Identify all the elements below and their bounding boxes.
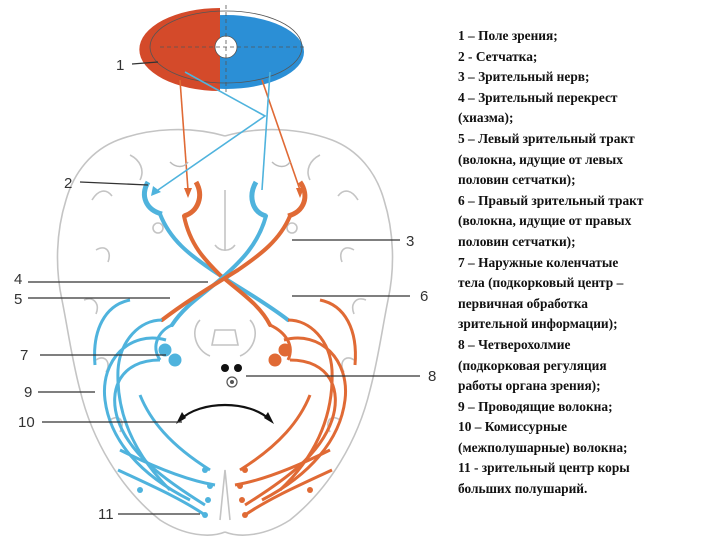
legend-item-8: 8 – Четверохолмие (подкорковая регуляция р…: [458, 335, 716, 397]
optic-pathways: [158, 212, 292, 327]
callout-6: 6: [420, 288, 428, 305]
callout-2: 2: [64, 175, 72, 192]
callout-11: 11: [98, 506, 114, 523]
callout-3: 3: [406, 233, 414, 250]
legend-line: 7 – Наружные коленчатые: [458, 254, 619, 270]
legend-line: тела (подкорковый центр –: [458, 275, 624, 291]
legend-item-5: 5 – Левый зрительный тракт (волокна, идущ…: [458, 129, 716, 191]
legend-line: (волокна, идущие от левых: [458, 151, 623, 167]
brain-outline: [56, 128, 394, 536]
left-optic-radiation: [93, 298, 216, 517]
commissural-arrow: [176, 404, 274, 424]
legend-line: 4 – Зрительный перекрест: [458, 89, 618, 105]
legend-line: 5 – Левый зрительный тракт: [458, 130, 635, 146]
callout-10: 10: [18, 414, 35, 431]
legend-line: 11 - зрительный центр коры: [458, 460, 630, 476]
legend-item-9: 9 – Проводящие волокна;: [458, 397, 716, 418]
legend-line: 3 – Зрительный нерв;: [458, 69, 590, 85]
legend-item-4: 4 – Зрительный перекрест (хиазма);: [458, 88, 716, 129]
callout-1: 1: [116, 57, 124, 74]
legend-item-6: 6 – Правый зрительный тракт (волокна, иду…: [458, 191, 716, 253]
legend-line: 10 – Комиссурные: [458, 419, 568, 435]
callout-numbers: 1 2 3 4 5 6 7 8 9 10 11: [14, 57, 436, 523]
legend-item-7: 7 – Наружные коленчатые тела (подкорковый…: [458, 253, 716, 335]
right-optic-radiation: [234, 298, 357, 517]
legend-item-1: 1 – Поле зрения;: [458, 26, 716, 47]
legend-line: зрительной информации);: [458, 316, 618, 332]
legend: 1 – Поле зрения; 2 - Сетчатка; 3 – Зритель…: [458, 26, 716, 500]
callout-leaders: [28, 61, 420, 515]
callout-8: 8: [428, 368, 436, 385]
legend-item-11: 11 - зрительный центр коры больших полуша…: [458, 458, 716, 499]
legend-line: работы органа зрения);: [458, 378, 601, 394]
legend-item-2: 2 - Сетчатка;: [458, 47, 716, 68]
callout-5: 5: [14, 291, 22, 308]
legend-line: 8 – Четверохолмие: [458, 336, 571, 352]
retinas: [142, 161, 308, 219]
legend-line: 1 – Поле зрения;: [458, 28, 558, 43]
legend-line: больших полушарий.: [458, 481, 588, 497]
cortex-terminals: [137, 467, 313, 518]
visual-pathway-diagram: 1 2 3 4 5 6 7 8 9 10 11: [14, 5, 436, 536]
legend-line: половин сетчатки);: [458, 233, 576, 249]
legend-line: половин сетчатки);: [458, 172, 576, 188]
callout-9: 9: [24, 384, 32, 401]
legend-line: (межполушарные) волокна;: [458, 439, 628, 455]
legend-line: (хиазма);: [458, 110, 514, 126]
legend-item-10: 10 – Комиссурные (межполушарные) волокна;: [458, 417, 716, 458]
legend-line: (подкорковая регуляция: [458, 357, 607, 373]
legend-line: 9 – Проводящие волокна;: [458, 398, 613, 414]
legend-line: первичная обработка: [458, 295, 588, 311]
legend-line: (волокна, идущие от правых: [458, 213, 632, 229]
visual-field: [139, 5, 305, 92]
quadrigemina: [221, 364, 242, 388]
callout-4: 4: [14, 271, 22, 288]
legend-line: 6 – Правый зрительный тракт: [458, 192, 644, 208]
legend-item-3: 3 – Зрительный нерв;: [458, 67, 716, 88]
callout-7: 7: [20, 347, 28, 364]
legend-line: 2 - Сетчатка;: [458, 48, 538, 64]
